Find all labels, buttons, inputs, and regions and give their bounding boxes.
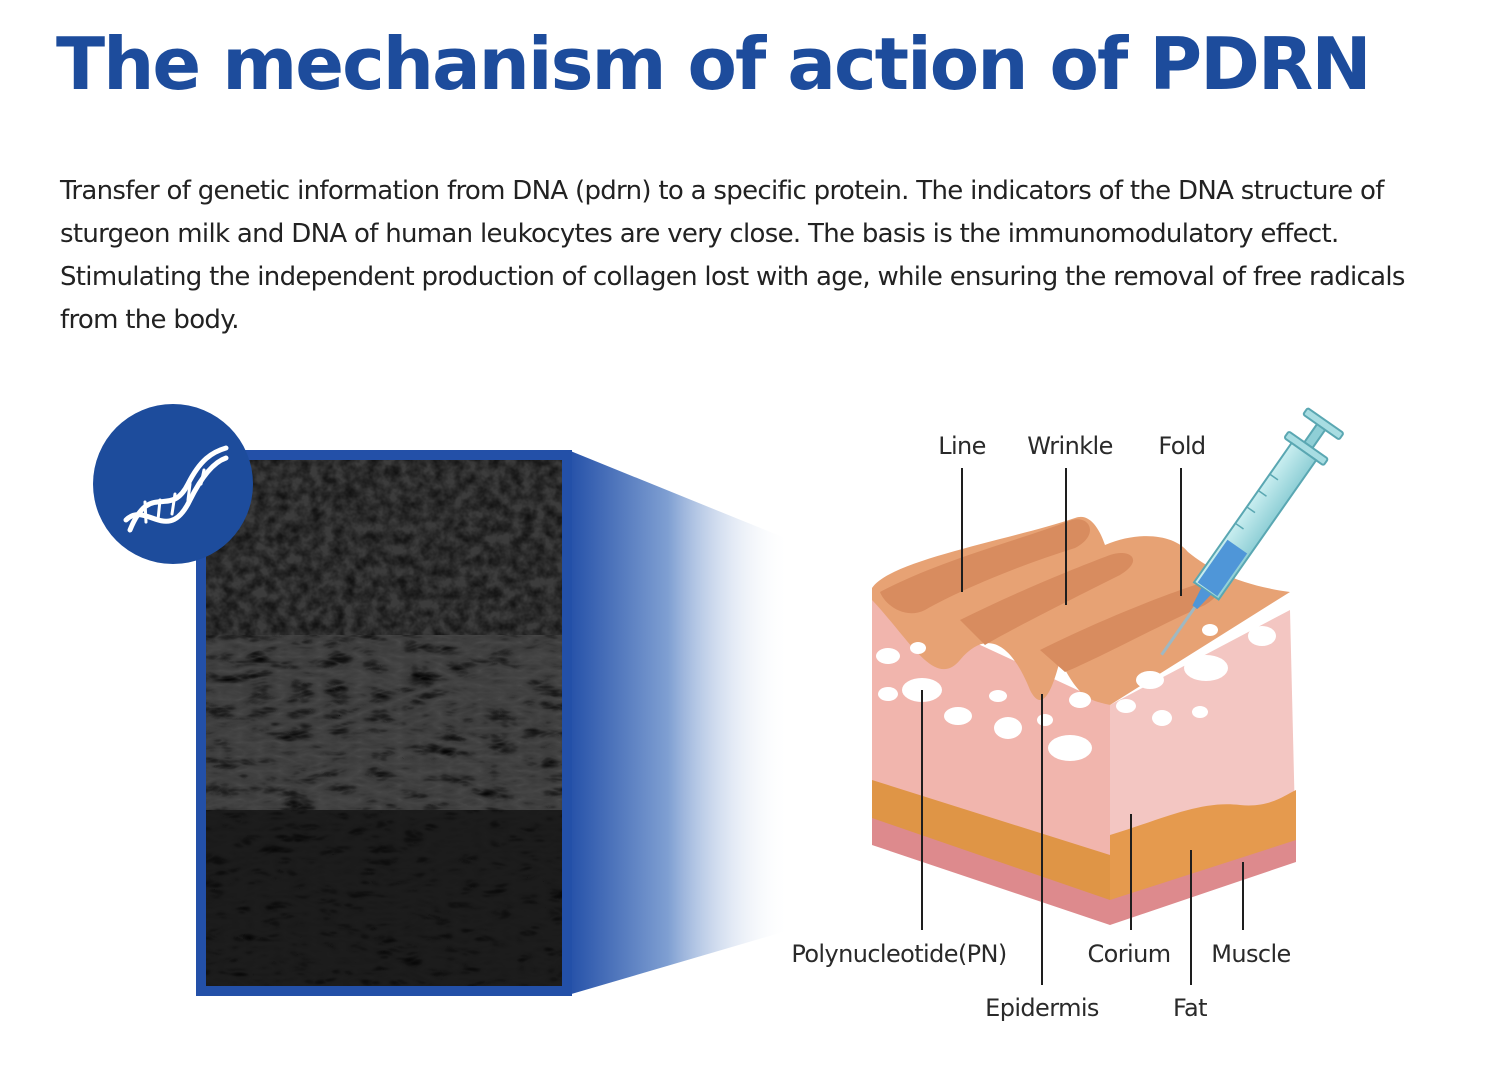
label-muscle: Muscle: [1211, 940, 1290, 968]
label-wrinkle: Wrinkle: [1027, 432, 1113, 460]
label-epidermis: Epidermis: [985, 994, 1099, 1022]
label-corium: Corium: [1088, 940, 1171, 968]
label-fat: Fat: [1173, 994, 1207, 1022]
dna-badge: [93, 404, 253, 564]
collagen-micrograph: [196, 450, 572, 996]
label-polynucleotide: Polynucleotide(PN): [791, 940, 1006, 968]
skin-layers-illustration: [872, 516, 1296, 925]
syringe-icon: [1160, 407, 1344, 656]
dna-icon: [123, 445, 229, 533]
label-line: Line: [938, 432, 986, 460]
page-title: The mechanism of action of PDRN: [56, 22, 1372, 106]
intro-paragraph: Transfer of genetic information from DNA…: [60, 176, 1405, 335]
magnification-beam: [568, 450, 790, 995]
label-fold: Fold: [1158, 432, 1205, 460]
